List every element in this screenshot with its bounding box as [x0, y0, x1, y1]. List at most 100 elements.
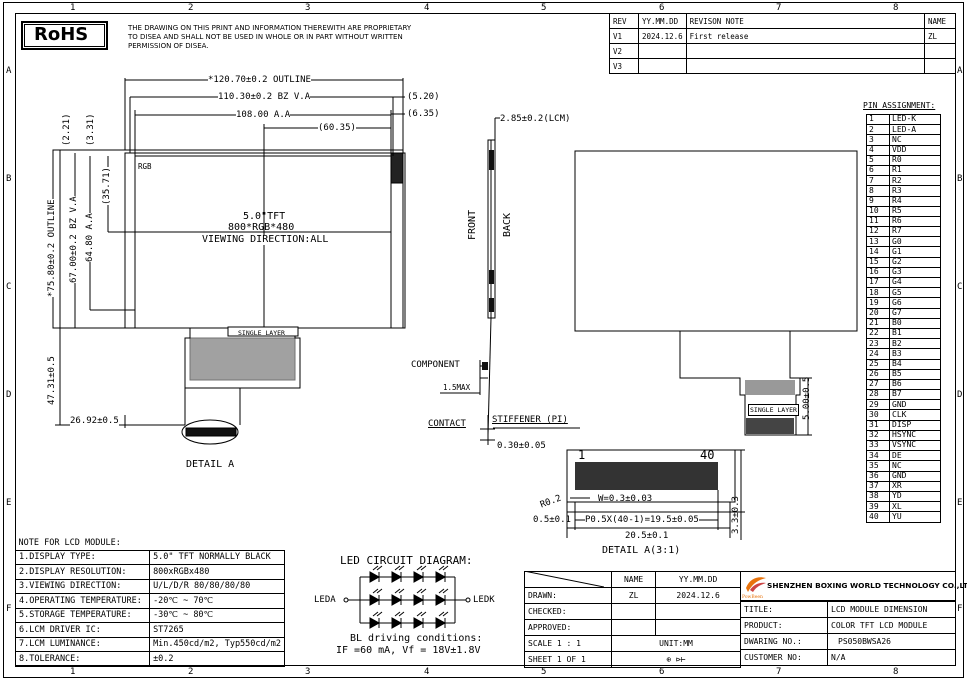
- customer-label: CUSTOMER NO:: [740, 649, 828, 666]
- col-marker: 6: [659, 3, 665, 13]
- title-block-left: NAME YY.MM.DD DRAWN: ZL 2024.12.6 CHECKE…: [524, 571, 741, 668]
- product-row: PRODUCT: COLOR TFT LCD MODULE: [740, 617, 956, 634]
- led-emission-arrow: [394, 588, 405, 594]
- note-row: 8.TOLERANCE:±0.2: [14, 651, 285, 667]
- detail-a-span: P0.5X(40-1)=19.5±0.05: [585, 515, 699, 525]
- col-marker: 7: [776, 667, 782, 677]
- approved-label: APPROVED:: [524, 619, 612, 636]
- led-condition-line: BL driving conditions:: [350, 633, 483, 644]
- led-emission-arrow: [394, 611, 405, 617]
- pin-assignment-title: PIN ASSIGNMENT:: [863, 101, 936, 110]
- led-diode-icon: [413, 594, 425, 606]
- front-dim-right-offset-2: (6.35): [407, 109, 440, 119]
- led-diode-icon: [435, 617, 447, 629]
- checked-name: [610, 603, 657, 620]
- col-marker: 7: [776, 3, 782, 13]
- front-dim-half-width: (60.35): [318, 123, 356, 133]
- led-anode-label: LEDA: [314, 595, 336, 605]
- title-label: TITLE:: [740, 601, 828, 618]
- notes-title: NOTE FOR LCD MODULE:: [15, 536, 285, 551]
- row-marker: A: [6, 66, 12, 76]
- revision-row: V1 2024.12.6 First release ZL: [609, 28, 956, 44]
- side-stiffener-label: STIFFENER (PI): [492, 415, 568, 425]
- checked-date: [655, 603, 741, 620]
- notes-title-row: NOTE FOR LCD MODULE:: [15, 536, 285, 551]
- detail-a-contacts: [575, 462, 718, 490]
- col-marker: 5: [541, 667, 547, 677]
- front-dim-bezel-width: 110.30±0.2 BZ V.A: [218, 92, 311, 102]
- led-emission-arrow: [372, 565, 383, 571]
- note-row: 5.STORAGE TEMPERATURE:-30℃ ~ 80℃: [14, 607, 285, 623]
- approved-date: [655, 619, 741, 636]
- row-marker: D: [957, 390, 963, 400]
- led-diode-icon: [369, 594, 381, 606]
- front-dim-aa-width: 108.00 A.A: [236, 110, 291, 120]
- led-emission-arrow: [372, 588, 383, 594]
- col-marker: 4: [424, 3, 430, 13]
- led-diode-icon: [435, 571, 447, 583]
- title-row: TITLE: LCD MODULE DIMENSION: [740, 601, 956, 618]
- checked-row: CHECKED:: [524, 603, 741, 620]
- drawn-date: 2024.12.6: [655, 587, 741, 604]
- led-emission-arrow: [416, 565, 427, 571]
- unit-label: UNIT:MM: [611, 635, 741, 652]
- led-diode-icon: [413, 571, 425, 583]
- note-cell: [685, 58, 926, 74]
- front-label-size: 5.0"TFT: [243, 211, 286, 222]
- led-diode-icon: [413, 617, 425, 629]
- company-banner: [740, 571, 956, 601]
- front-label-viewing: VIEWING DIRECTION:ALL: [202, 234, 329, 245]
- note-key: 8.TOLERANCE:: [14, 651, 151, 667]
- led-emission-arrow: [416, 611, 427, 617]
- row-marker: E: [6, 498, 12, 508]
- rohs-logo-text: RoHS: [34, 24, 89, 45]
- col-marker: 8: [893, 3, 899, 13]
- col-marker: 2: [188, 3, 194, 13]
- company-logo-swoosh: [746, 577, 766, 592]
- col-marker: 8: [893, 667, 899, 677]
- title-value: LCD MODULE DIMENSION: [827, 601, 956, 618]
- note-row: 3.VIEWING DIRECTION:U/L/D/R 80/80/80/80: [14, 578, 285, 594]
- led-diode-icon: [391, 617, 403, 629]
- led-diode-icon: [391, 594, 403, 606]
- col-marker: 1: [70, 3, 76, 13]
- title-header-date: YY.MM.DD: [655, 571, 741, 588]
- side-contact-label: CONTACT: [428, 419, 466, 429]
- front-dim-right-offset-1: (5.20): [407, 92, 440, 102]
- rohs-notice-line: THE DRAWING ON THIS PRINT AND INFORMATIO…: [128, 24, 412, 32]
- led-diode-icon: [391, 571, 403, 583]
- detail-a-total-width: 20.5±0.1: [625, 531, 669, 541]
- col-marker: 3: [305, 667, 311, 677]
- led-circuit-title: LED CIRCUIT DIAGRAM:: [340, 554, 473, 567]
- revision-table: REV YY.MM.DD REVISON NOTE NAME V1 2024.1…: [609, 13, 956, 74]
- led-emission-arrow: [438, 588, 449, 594]
- side-thickness-label: 0.30±0.05: [497, 441, 546, 451]
- note-row: 7.LCM LUMINANCE:Min.450cd/m2, Typ550cd/m…: [14, 636, 285, 652]
- drawing-frame: [15, 13, 956, 666]
- row-marker: F: [957, 604, 963, 614]
- outer-frame: [3, 2, 964, 678]
- col-marker: 4: [424, 667, 430, 677]
- title-header-name: NAME: [610, 571, 657, 588]
- drawn-name: ZL: [610, 587, 657, 604]
- projection-icon: ⊕ ⊳⊢: [666, 655, 686, 664]
- rohs-notice-line: PERMISSION OF DISEA.: [128, 42, 209, 50]
- name-cell: [924, 58, 956, 74]
- side-lcm-thickness: 2.85±0.2(LCM): [500, 114, 571, 124]
- sheet-row: SHEET 1 OF 1 ⊕ ⊳⊢: [524, 651, 741, 668]
- product-value: COLOR TFT LCD MODULE: [827, 617, 956, 634]
- title-block-right: TITLE: LCD MODULE DIMENSION PRODUCT: COL…: [740, 601, 956, 666]
- drawing-number-row: DWARING NO.: PS050BWSA26: [740, 633, 956, 650]
- projection-symbol: ⊕ ⊳⊢: [611, 651, 741, 668]
- led-emission-arrow: [438, 565, 449, 571]
- row-marker: C: [957, 282, 963, 292]
- title-diagonal: [524, 571, 604, 587]
- detail-a-first-pin: 1: [578, 448, 586, 462]
- detail-a-width: W=0.3±0.03: [598, 494, 653, 504]
- product-label: PRODUCT:: [740, 617, 828, 634]
